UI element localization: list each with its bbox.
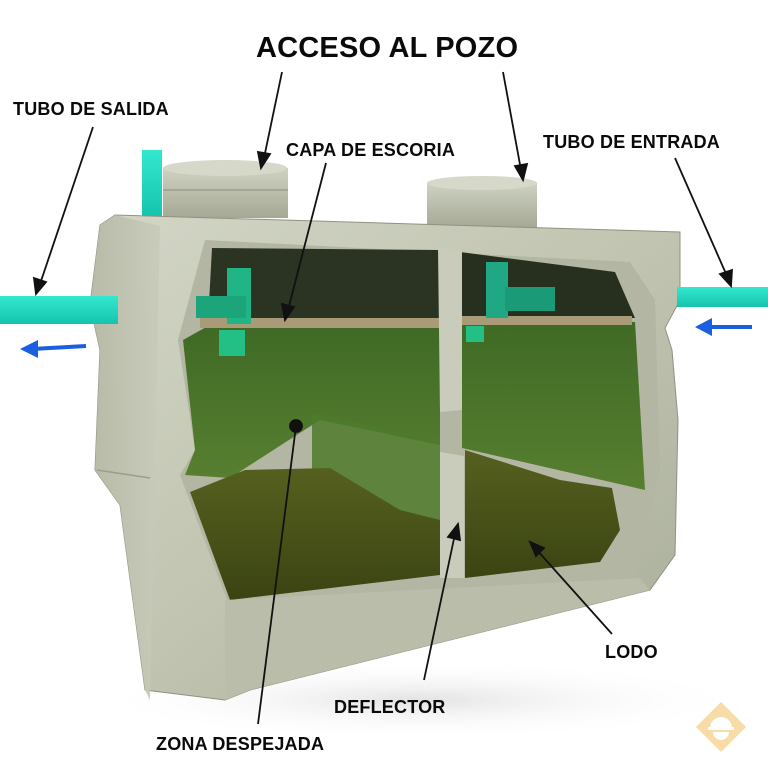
sludge-right [465, 450, 620, 578]
clear-zone-liquid-right [462, 322, 645, 490]
baffle-label: DEFLECTOR [334, 697, 446, 717]
clear-zone-label: ZONA DESPEJADA [156, 734, 325, 754]
divider-upper [438, 248, 462, 412]
tank-floor [225, 578, 650, 700]
segment-seam [96, 469, 151, 479]
worker-helmet-icon [696, 702, 746, 752]
clear-zone-liquid-left [183, 326, 440, 478]
interior-air-left [208, 248, 440, 322]
inlet-tee [466, 262, 555, 342]
outlet-pipe-label: TUBO DE SALIDA [13, 99, 169, 119]
outlet-pipe [0, 296, 118, 324]
access-lid-right [427, 176, 537, 228]
inlet-flow-arrow [695, 318, 752, 336]
outlet-flow-arrow [20, 340, 87, 358]
scum-layer-right [462, 316, 632, 325]
outlet-tee [196, 268, 251, 356]
sludge-left [190, 468, 440, 600]
access-lid-left [163, 160, 288, 218]
tank-left-face [90, 215, 160, 700]
sludge-label: LODO [605, 642, 658, 662]
vent-pipe [142, 150, 162, 216]
scum-layer-label: CAPA DE ESCORIA [286, 140, 456, 160]
inlet-pipe-label: TUBO DE ENTRADA [543, 132, 720, 152]
leader-lines [32, 71, 733, 725]
inlet-pipe [677, 287, 768, 307]
deflector-wall [440, 452, 464, 578]
title-access-label: ACCESO AL POZO [256, 32, 519, 64]
scum-layer-left [200, 318, 440, 328]
